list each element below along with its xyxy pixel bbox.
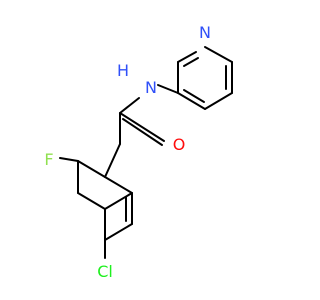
benzene-ring bbox=[59, 157, 133, 259]
amide-hydrogen-label: H bbox=[117, 61, 129, 80]
bond bbox=[204, 92, 233, 110]
bond bbox=[177, 51, 197, 63]
bond bbox=[77, 192, 106, 210]
pyridine-ring bbox=[177, 46, 233, 110]
bond bbox=[177, 92, 206, 110]
bond-inner bbox=[183, 57, 199, 67]
bond bbox=[59, 157, 79, 162]
bond bbox=[119, 97, 140, 114]
carbonyl-bond bbox=[119, 112, 165, 142]
amide-linker bbox=[104, 84, 179, 178]
fluorine-label: F bbox=[44, 150, 53, 169]
carbonyl-oxygen-label: O bbox=[173, 135, 186, 154]
bond bbox=[204, 46, 233, 63]
carbonyl-bond-second bbox=[122, 118, 163, 146]
bond bbox=[77, 160, 106, 178]
molecule-diagram: N N H O F Cl bbox=[44, 23, 233, 281]
structure-drawing: N N H O F Cl bbox=[44, 23, 233, 281]
bond bbox=[104, 223, 133, 241]
bond bbox=[104, 192, 133, 210]
bond bbox=[157, 84, 179, 94]
bond-inner bbox=[183, 89, 205, 103]
pyridine-nitrogen-label: N bbox=[199, 23, 211, 42]
chlorine-label: Cl bbox=[97, 262, 113, 281]
bond bbox=[104, 143, 121, 178]
amide-nitrogen-label: N bbox=[145, 78, 157, 97]
bond bbox=[104, 176, 133, 194]
